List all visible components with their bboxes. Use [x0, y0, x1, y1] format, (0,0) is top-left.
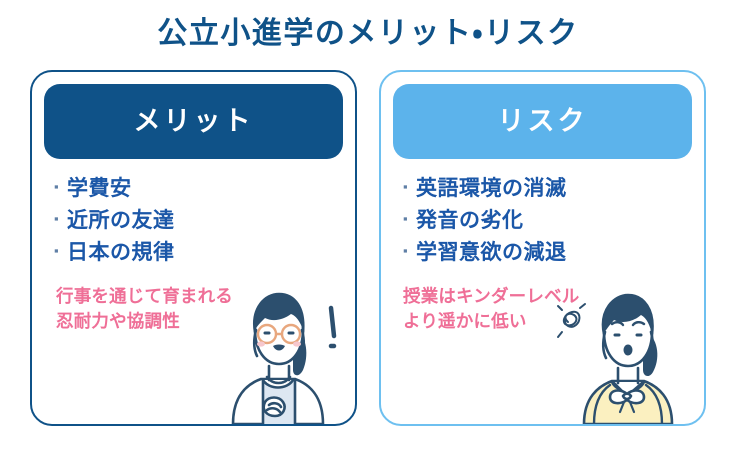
- worried-girl-illustration: [552, 284, 702, 424]
- card-risk: リスク ▪ 英語環境の消滅 ▪ 発音の劣化 ▪ 学習意欲の減退 授業はキンダーレ…: [379, 70, 706, 426]
- list-item: ▪ 近所の友達: [54, 205, 355, 237]
- card-merit-header-label: メリット: [133, 106, 254, 136]
- scribble-accent-icon: [557, 303, 586, 338]
- card-merit-bullet-list: ▪ 学費安 ▪ 近所の友達 ▪ 日本の規律: [32, 173, 355, 269]
- list-item-label: 発音の劣化: [416, 208, 524, 232]
- bullet-square-icon: ▪: [54, 179, 60, 194]
- page-title: 公立小進学のメリット・リスク: [157, 17, 579, 50]
- card-risk-header-label: リスク: [497, 106, 588, 136]
- card-risk-header: リスク: [393, 84, 692, 159]
- bullet-square-icon: ▪: [403, 242, 409, 258]
- cards-container: メリット ▪ 学費安 ▪ 近所の友達 ▪ 日本の規律 行事を通じて育まれる 忍耐…: [30, 70, 706, 428]
- bullet-square-icon: ▪: [403, 210, 409, 226]
- list-item: ▪ 日本の規律: [54, 237, 355, 269]
- list-item: ▪ 英語環境の消滅: [403, 173, 704, 205]
- exclamation-accent-icon: [328, 305, 337, 349]
- list-item-label: 日本の規律: [67, 240, 175, 264]
- list-item-label: 学習意欲の減退: [416, 240, 567, 264]
- card-merit-note: 行事を通じて育まれる 忍耐力や協調性: [56, 286, 233, 332]
- card-merit: メリット ▪ 学費安 ▪ 近所の友達 ▪ 日本の規律 行事を通じて育まれる 忍耐…: [30, 70, 357, 426]
- bullet-square-icon: ▪: [54, 242, 60, 258]
- list-item-label: 学費安: [67, 177, 132, 200]
- list-item-label: 英語環境の消滅: [416, 177, 567, 200]
- card-risk-note: 授業はキンダーレベル より遥かに低い: [403, 286, 580, 332]
- bullet-square-icon: ▪: [54, 210, 60, 226]
- list-item-label: 近所の友達: [67, 208, 175, 232]
- smiling-girl-with-glasses-illustration: [203, 284, 353, 424]
- card-merit-header: メリット: [44, 84, 343, 159]
- bullet-square-icon: ▪: [403, 179, 409, 194]
- list-item: ▪ 発音の劣化: [403, 205, 704, 237]
- card-risk-bullet-list: ▪ 英語環境の消滅 ▪ 発音の劣化 ▪ 学習意欲の減退: [381, 173, 704, 269]
- list-item: ▪ 学習意欲の減退: [403, 237, 704, 269]
- list-item: ▪ 学費安: [54, 173, 355, 205]
